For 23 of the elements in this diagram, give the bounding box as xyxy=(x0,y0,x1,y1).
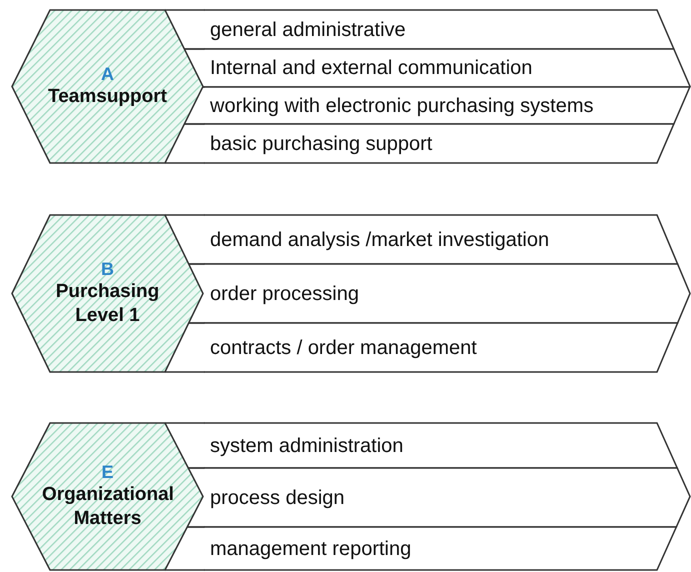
group-name: Purchasing Level 1 xyxy=(54,280,160,328)
task-label: working with electronic purchasing systems xyxy=(210,94,594,118)
task-band xyxy=(204,468,690,527)
task-label: general administrative xyxy=(210,18,406,42)
task-label: management reporting xyxy=(210,536,412,560)
task-label: process design xyxy=(210,486,345,510)
hexagon xyxy=(12,423,203,570)
task-label: demand analysis /market investigation xyxy=(210,228,550,252)
group-name: Teamsupport xyxy=(47,85,168,109)
group-letter: E xyxy=(100,462,114,483)
task-label: Internal and external communication xyxy=(210,56,532,80)
task-band xyxy=(204,264,690,323)
hexagon xyxy=(12,215,203,372)
task-label: contracts / order management xyxy=(210,336,477,360)
task-label: system administration xyxy=(210,434,404,458)
hexagon xyxy=(12,10,203,163)
task-label: order processing xyxy=(210,282,359,306)
group-letter: B xyxy=(100,259,115,280)
task-band xyxy=(204,49,690,87)
task-band xyxy=(204,87,690,124)
group-name: Organizational Matters xyxy=(42,483,173,531)
task-label: basic purchasing support xyxy=(210,132,432,156)
group-letter: A xyxy=(100,64,115,85)
